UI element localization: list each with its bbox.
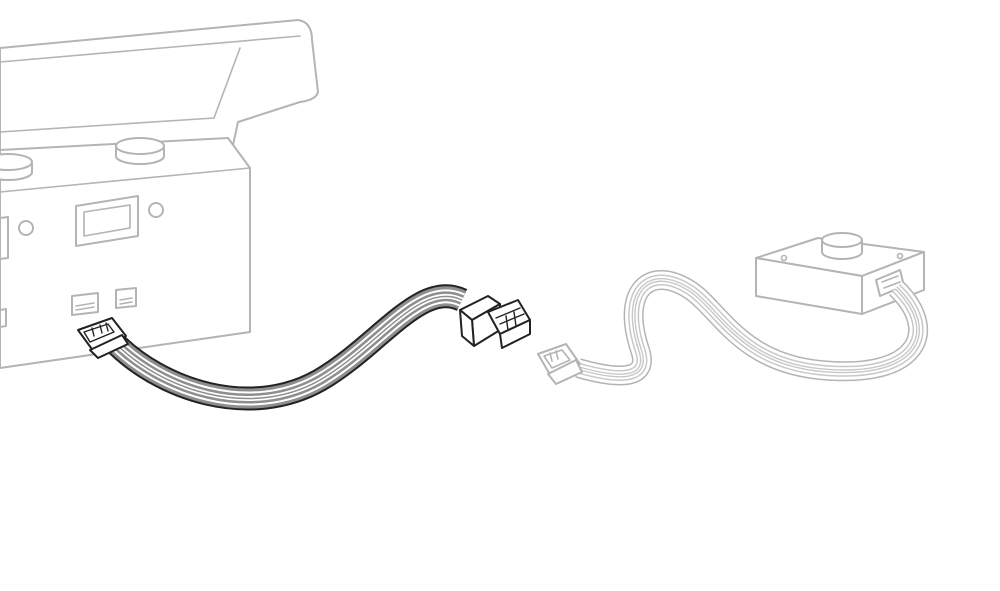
footswitch-pedal bbox=[537, 232, 929, 386]
device-port-1 bbox=[71, 292, 99, 316]
device-indicator-2 bbox=[18, 220, 34, 236]
device-socket-partial bbox=[0, 216, 9, 260]
pedal-knob bbox=[821, 232, 863, 260]
cable-wire-4 bbox=[111, 295, 463, 400]
device-platform-top-edge bbox=[0, 167, 251, 193]
device-port-2 bbox=[115, 287, 137, 309]
device-platform bbox=[0, 137, 251, 369]
pedal-screw-1 bbox=[780, 254, 788, 262]
device-knob-1 bbox=[115, 137, 165, 165]
cable-connector-female bbox=[77, 317, 129, 359]
device-knob-2 bbox=[0, 153, 33, 181]
pedal-screw-2 bbox=[896, 252, 904, 260]
cable-connector-male bbox=[459, 295, 531, 349]
device-socket-large bbox=[75, 195, 139, 247]
device-indicator-1 bbox=[148, 202, 164, 218]
extension-cable bbox=[77, 284, 531, 411]
device-lid-edge bbox=[0, 35, 301, 133]
pedal-cable-connector bbox=[537, 343, 583, 385]
device-unit bbox=[0, 19, 319, 369]
device-lid bbox=[0, 19, 319, 161]
device-port-partial bbox=[0, 308, 7, 328]
pedal-cable-wire-4 bbox=[577, 279, 919, 377]
